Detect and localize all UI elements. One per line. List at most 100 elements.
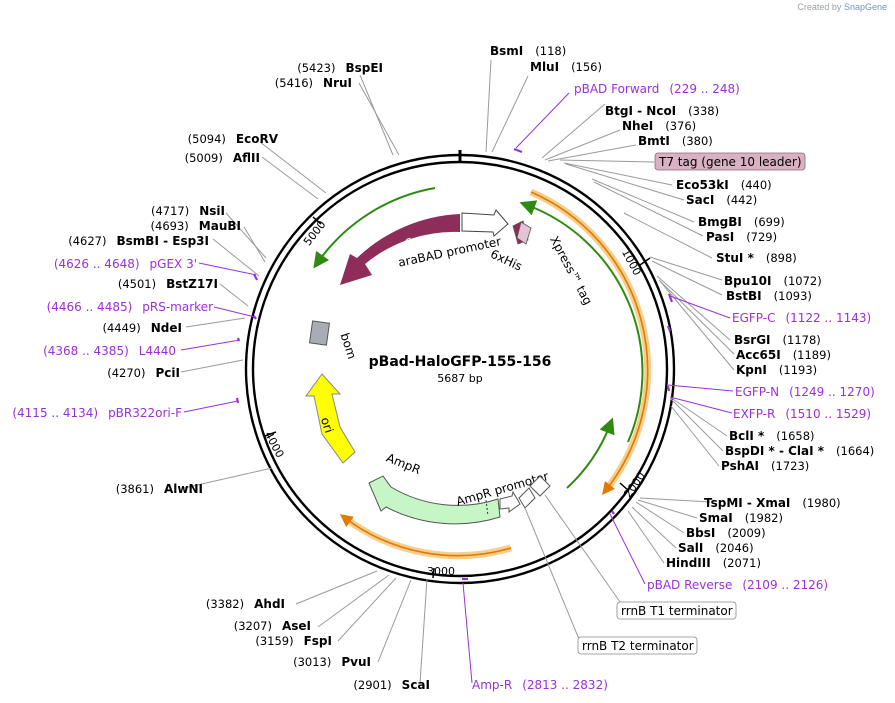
rrnb-t2-feature[interactable] [518, 487, 536, 509]
ampR-label: AmpR [384, 451, 422, 477]
xpress-feature[interactable] [516, 221, 532, 245]
enzyme-name: PasI [706, 230, 734, 244]
svg-text:(3207)AseI: (3207)AseI [234, 619, 311, 633]
enzyme-pos: (3013) [293, 655, 331, 669]
enzyme-name: FspI [304, 634, 332, 648]
enzyme-name-sep: - [633, 104, 646, 118]
enzyme-name: BsmBI [117, 234, 159, 248]
primer-range: (4368 .. 4385) [43, 344, 129, 358]
orf-arc-halogfp-line [530, 191, 649, 496]
enzyme-name: BsrGI [734, 333, 771, 347]
enzyme-pos: (4693) [151, 219, 189, 233]
enzyme-name: AseI [282, 619, 311, 633]
svg-text:MluI(156): MluI(156) [530, 60, 602, 74]
enzyme-pos: (2901) [353, 678, 391, 692]
enzyme-name-2: NcoI [646, 104, 676, 118]
bom-feature[interactable] [308, 320, 331, 346]
primer-name: L4440 [139, 344, 176, 358]
6xhis-label: 6xHis [488, 247, 524, 274]
enzyme-name-sep: - [775, 444, 788, 458]
enzyme-pos: (1072) [783, 274, 821, 288]
enzyme-pos: (4501) [118, 277, 156, 291]
svg-text:(2901)ScaI: (2901)ScaI [353, 678, 430, 692]
enzyme-labels-bottom: (2901)ScaI (3013)PvuI (3159)FspI (3207)A… [116, 482, 430, 692]
svg-text:(4270)PciI: (4270) PciI [107, 366, 180, 380]
primer-leader-lines [180, 92, 734, 684]
svg-text:(4627)BsmBI - Esp3I: (4627)BsmBI - Esp3I [68, 234, 209, 248]
enzyme-name: NsiI [199, 204, 225, 218]
enzyme-pos: (3861) [116, 482, 154, 496]
primer-range: (1510 .. 1529) [785, 407, 871, 421]
enzyme-pos: (1723) [771, 459, 809, 473]
rrnb-t1-box[interactable] [616, 601, 737, 620]
enzyme-name: BclI * [729, 429, 765, 443]
svg-text:pBAD Reverse(2109 .. 2126): pBAD Reverse(2109 .. 2126) [647, 578, 828, 592]
svg-text:(4368 .. 4385)L4440: (4368 .. 4385) L4440 [43, 344, 176, 358]
enzyme-pos: (1189) [793, 348, 831, 362]
rrnb-t1-feature[interactable] [529, 475, 551, 497]
snapgene-watermark: Created by SnapGene [797, 2, 887, 12]
svg-text:EGFP-N(1249 .. 1270): EGFP-N (1249 .. 1270) [735, 385, 875, 399]
enzyme-name: SmaI [699, 511, 733, 525]
araBAD-promoter-feature[interactable] [461, 209, 509, 237]
enzyme-pos: (338) [688, 104, 719, 118]
t7-tag-box[interactable] [654, 152, 806, 171]
svg-text:BtgI - NcoI(338): BtgI - NcoI (338) [605, 104, 719, 118]
enzyme-name: SalI [678, 541, 703, 555]
enzyme-pos: (2009) [727, 526, 765, 540]
enzyme-pos: (2071) [723, 556, 761, 570]
enzyme-pos: (699) [754, 215, 785, 229]
enzyme-pos: (5416) [275, 76, 313, 90]
enzyme-name-2: Esp3I [172, 234, 209, 248]
svg-text:(5094)EcoRV: (5094)EcoRV [188, 132, 279, 146]
enzyme-name: PciI [156, 366, 181, 380]
enzyme-pos: (5009) [185, 151, 223, 165]
ampR-divider [485, 499, 489, 517]
svg-text:TspMI - XmaI(1980): TspMI - XmaI(1980) [704, 496, 841, 510]
ampR-promoter-feature[interactable] [499, 490, 521, 513]
ampR-feature[interactable] [368, 475, 501, 525]
svg-text:(4466 .. 4485)pRS-marker: (4466 .. 4485)pRS-marker [47, 300, 213, 314]
enzyme-name: BmtI [638, 134, 670, 148]
araC-feature[interactable] [340, 214, 460, 285]
enzyme-pos: (1658) [776, 429, 814, 443]
svg-text:NheI(376): NheI(376) [622, 119, 696, 133]
rrnb-t2-box[interactable] [577, 636, 698, 655]
svg-text:BmtI(380): BmtI(380) [638, 134, 713, 148]
enzyme-pos: (1982) [745, 511, 783, 525]
svg-text:KpnI(1193): KpnI(1193) [736, 363, 817, 377]
primer-labels: pBAD Forward(229 .. 248) EGFP-C(1122 .. … [12, 82, 874, 692]
enzyme-pos: (118) [535, 44, 566, 58]
enzyme-name: BspDI * [725, 444, 775, 458]
svg-text:(3013)PvuI: (3013)PvuI [293, 655, 371, 669]
enzyme-name: BstBI [726, 289, 762, 303]
primer-name: EGFP-N [735, 385, 779, 399]
svg-text:BbsI(2009): BbsI(2009) [686, 526, 766, 540]
enzyme-name: Eco53kI [676, 178, 729, 192]
enzyme-pos: (4717) [151, 204, 189, 218]
enzyme-name: BtgI [605, 104, 633, 118]
enzyme-name: TspMI [704, 496, 743, 510]
enzyme-name: NheI [622, 119, 653, 133]
enzyme-pos: (729) [746, 230, 777, 244]
svg-text:pBAD Forward(229 .. 248): pBAD Forward(229 .. 248) [574, 82, 740, 96]
svg-text:PasI(729): PasI (729) [706, 230, 777, 244]
primer-name: pBAD Forward [574, 82, 659, 96]
enzyme-pos: (5423) [297, 61, 335, 75]
enzyme-pos: (4270) [107, 366, 145, 380]
enzyme-name-sep: - [743, 496, 756, 510]
svg-text:BmgBI(699): BmgBI(699) [698, 215, 785, 229]
primer-range: (4115 .. 4134) [12, 406, 98, 420]
rrnb-t2-label: rrnB T2 terminator [582, 639, 694, 653]
primer-range: (1249 .. 1270) [789, 385, 875, 399]
enzyme-name: MauBI [199, 219, 241, 233]
primer-name: EGFP-C [732, 311, 775, 325]
tick-4000: 4000 [262, 429, 287, 460]
orf-arc-ampr [342, 515, 512, 560]
primer-name: EXFP-R [733, 407, 775, 421]
enzyme-name-sep: - [159, 234, 172, 248]
svg-text:(5416)NruI: (5416)NruI [275, 76, 352, 90]
ori-feature[interactable] [305, 373, 356, 464]
svg-text:EGFP-C(1122 .. 1143): EGFP-C(1122 .. 1143) [732, 311, 871, 325]
